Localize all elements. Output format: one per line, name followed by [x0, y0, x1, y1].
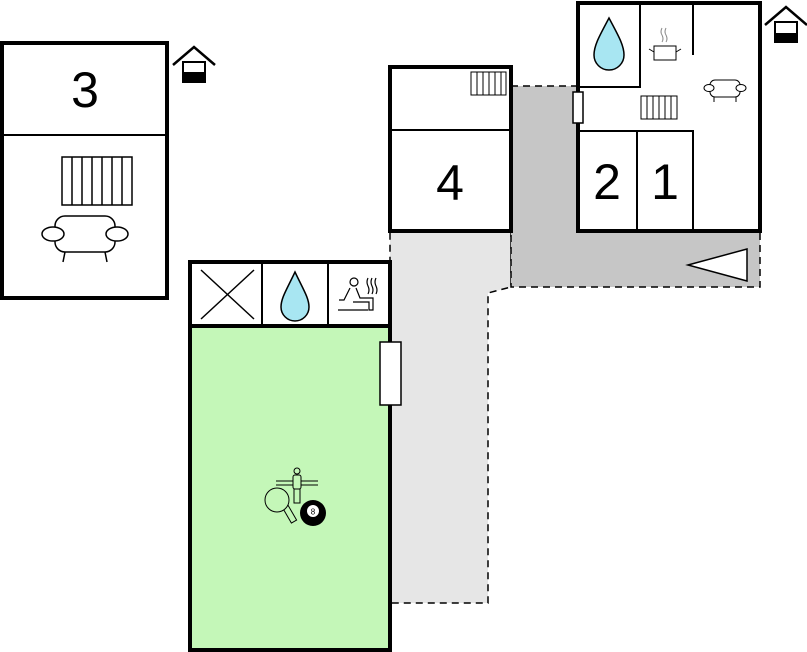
door	[572, 91, 584, 124]
direction-arrow-icon	[685, 248, 748, 282]
building-bedroom-4: 4	[388, 65, 513, 233]
table-tennis-icon	[264, 487, 298, 524]
building-main-house: 2 1	[572, 1, 762, 233]
house-entrance-icon	[172, 45, 216, 83]
radiator-icon	[470, 71, 507, 96]
billiard-ball-icon: 8	[300, 500, 326, 526]
water-drop-icon	[593, 16, 625, 71]
sofa-icon	[41, 215, 129, 263]
building-bedroom-3: 3	[0, 41, 169, 300]
room-number-4: 4	[436, 155, 464, 211]
room-number-3: 3	[71, 62, 99, 118]
cooking-pot-icon	[648, 27, 682, 61]
house-entrance-icon	[764, 5, 807, 43]
door	[379, 341, 402, 406]
sofa-icon	[703, 79, 747, 102]
radiator-icon	[640, 95, 678, 120]
terrace-light	[389, 230, 512, 604]
water-drop-icon	[280, 270, 310, 322]
radiator-icon	[61, 156, 133, 206]
foosball-icon	[276, 467, 318, 504]
cross-icon	[200, 269, 255, 320]
building-activity-room: 8	[188, 260, 402, 652]
room-number-1: 1	[651, 154, 679, 210]
sauna-icon	[338, 277, 378, 311]
billiard-ball-number: 8	[311, 508, 316, 517]
room-number-2: 2	[593, 154, 621, 210]
